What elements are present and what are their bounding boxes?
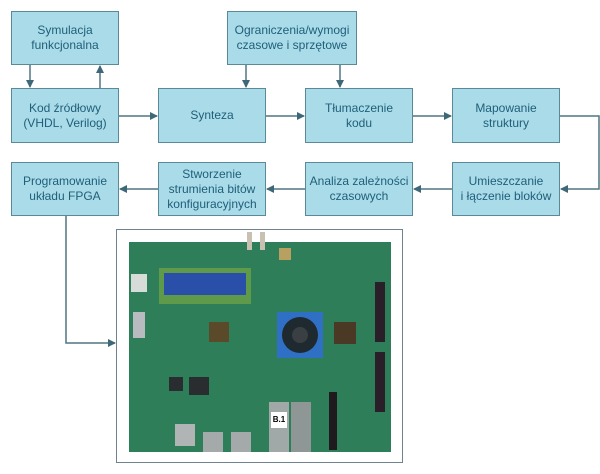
box-text: układu FPGA: [29, 189, 101, 203]
ethernet-jack: [203, 432, 223, 452]
box-text: Programowanie: [22, 174, 108, 188]
lcd-display: [159, 268, 251, 304]
box-text: struktury: [482, 115, 529, 130]
box-source-code: Kod źródłowy(VHDL, Verilog): [11, 88, 119, 143]
sma-connector: [247, 232, 252, 250]
power-connector: [131, 274, 147, 292]
box-text: czasowe i sprzętowe: [236, 38, 348, 52]
box-text: Synteza: [190, 108, 234, 122]
sma-connector: [260, 232, 265, 250]
box-text: Umieszczanie: [468, 174, 544, 188]
audio-jack: [279, 248, 291, 260]
box-text: konfiguracyjnych: [167, 196, 257, 211]
sfp-cage: [291, 402, 311, 452]
box-text: Tłumaczenie: [324, 100, 394, 115]
ethernet-jack: [175, 424, 195, 446]
heatsink-fan: [277, 312, 323, 358]
box-text: i łączenie bloków: [460, 189, 552, 203]
box-text: Analiza zależności: [309, 174, 409, 188]
box-text: Ograniczenia/wymogi: [234, 23, 350, 37]
chip: [334, 322, 356, 344]
serial-port: [133, 312, 145, 338]
box-text: funkcjonalna: [31, 38, 99, 52]
box-text: strumienia bitów: [168, 181, 256, 196]
board-image-frame: B.1: [116, 229, 403, 463]
arrow-mapping-to-place-route: [560, 115, 600, 193]
box-text: Kod źródłowy: [28, 100, 102, 115]
fpga-board-image: B.1: [129, 232, 391, 452]
box-synthesis: Synteza: [158, 88, 266, 143]
ethernet-jack: [231, 432, 251, 452]
box-text: (VHDL, Verilog): [23, 115, 107, 130]
chip: [189, 377, 209, 395]
chip: [169, 377, 183, 391]
box-text: czasowych: [329, 189, 389, 203]
box-text: Symulacja: [37, 23, 93, 37]
box-text: Stworzenie: [182, 166, 242, 181]
board-label: B.1: [271, 412, 287, 428]
sfp-cage: B.1: [269, 402, 289, 452]
connector-header: [375, 282, 385, 342]
arrow-programming-to-board: [65, 216, 116, 347]
connector-header: [375, 352, 385, 412]
box-text: Mapowanie: [475, 100, 537, 115]
chip: [209, 322, 229, 342]
box-text: kodu: [345, 115, 373, 130]
connector-header: [329, 392, 337, 450]
